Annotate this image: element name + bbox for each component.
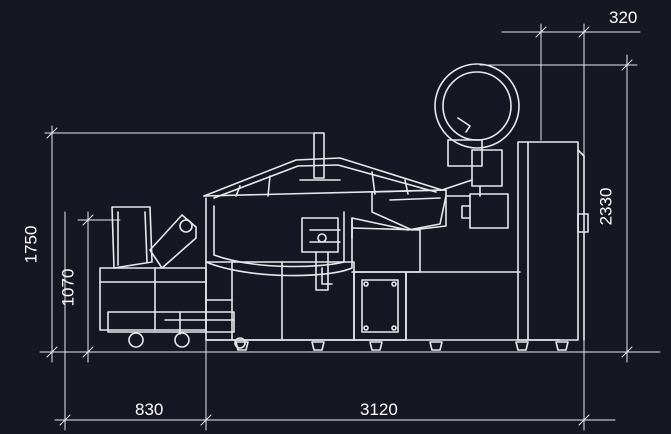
- tick-2330-bottom: [621, 346, 633, 358]
- tick-right: [578, 414, 590, 426]
- gearbox: [469, 193, 509, 229]
- lid-top-outline: [203, 157, 443, 197]
- feeder-trolley: [99, 206, 246, 349]
- tick-1750-bottom: [46, 346, 58, 358]
- handle: [461, 205, 471, 219]
- tick-1070-top: [82, 214, 94, 226]
- dimension-label-320: 320: [609, 8, 638, 27]
- tick-1750-top: [46, 127, 58, 139]
- bowl-side-plate: [371, 189, 447, 231]
- dimension-label-2330: 2330: [596, 187, 616, 226]
- dimension-label-1070: 1070: [58, 268, 78, 307]
- trolley-wheel-left: [128, 332, 144, 348]
- tick-320-left: [535, 26, 547, 38]
- foot-4: [429, 341, 443, 351]
- trolley-base: [107, 311, 235, 333]
- dimension-label-830: 830: [135, 400, 164, 419]
- main-machine: [203, 132, 561, 341]
- tick-mid: [200, 414, 212, 426]
- tick-1070-bottom: [82, 346, 94, 358]
- lid-spindle: [313, 132, 325, 179]
- drum-outer: [434, 63, 520, 149]
- trolley-wheel-mid: [174, 332, 190, 348]
- dimension-label-3120: 3120: [360, 400, 398, 419]
- tick-2330-top: [621, 59, 633, 71]
- tick-320-right: [578, 26, 590, 38]
- chute-pivot: [179, 219, 193, 233]
- drum-support: [447, 139, 483, 167]
- foot-5: [515, 341, 529, 351]
- dimension-label-1750: 1750: [21, 225, 41, 264]
- drum-inner: [442, 71, 512, 141]
- dimension-lines: [39, 23, 661, 431]
- motor-housing: [471, 149, 503, 187]
- feeder-chute: [149, 214, 197, 269]
- foot-1: [235, 341, 249, 351]
- tower-column: [517, 141, 579, 341]
- foot-6: [555, 341, 569, 351]
- bowl-outlet: [301, 217, 339, 253]
- foot-2: [311, 341, 325, 351]
- foot-3: [369, 341, 383, 351]
- machine-feet: [235, 341, 569, 351]
- trolley-wheel-right: [234, 337, 246, 349]
- outlet-chute: [315, 251, 329, 291]
- tick-left: [59, 414, 71, 426]
- control-tower: [434, 63, 589, 341]
- feeder-hopper: [111, 206, 153, 269]
